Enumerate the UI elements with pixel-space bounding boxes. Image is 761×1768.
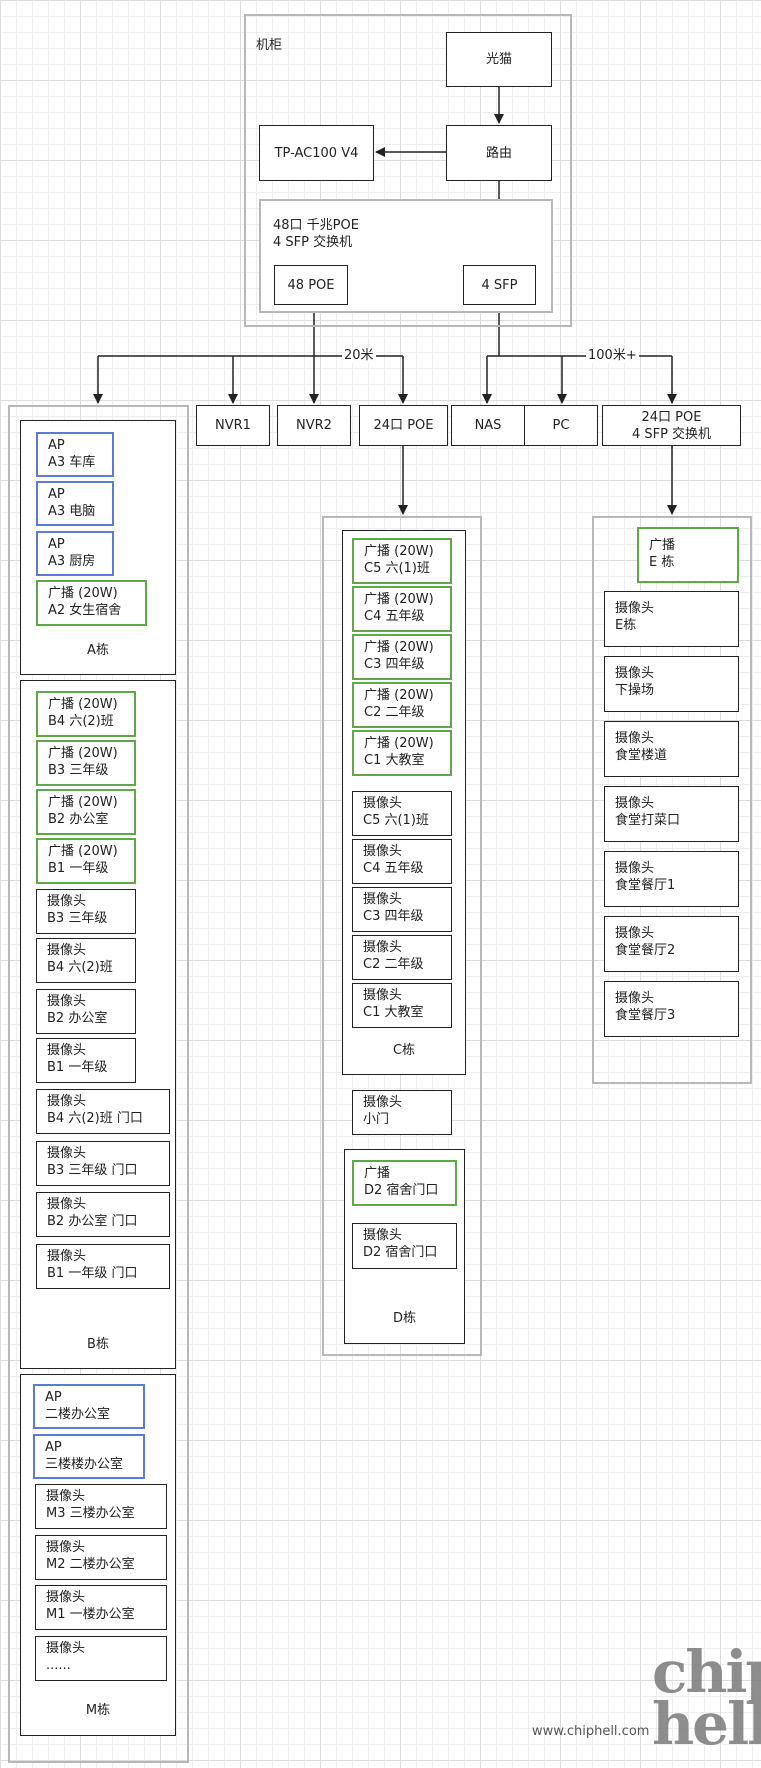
broadcast-b2[interactable]: 广播 (20W) B2 办公室: [36, 789, 136, 835]
camera-m2[interactable]: 摄像头 M2 二楼办公室: [35, 1535, 167, 1580]
broadcast-e[interactable]: 广播 E 栋: [637, 527, 739, 583]
middle-buildings-panel: [322, 516, 482, 1356]
nvr2-node[interactable]: NVR2: [277, 405, 351, 446]
camera-b1-door[interactable]: 摄像头 B1 一年级 门口: [36, 1244, 170, 1289]
camera-b3[interactable]: 摄像头 B3 三年级: [36, 889, 136, 934]
router-label: 路由: [485, 145, 512, 161]
nas-node[interactable]: NAS: [451, 405, 525, 446]
broadcast-b3[interactable]: 广播 (20W) B3 三年级: [36, 740, 136, 786]
left-buildings-panel: [8, 405, 189, 1763]
port-4sfp-label: 4 SFP: [481, 277, 518, 293]
nas-label: NAS: [474, 418, 502, 433]
port-4sfp[interactable]: 4 SFP: [463, 265, 536, 305]
camera-c5[interactable]: 摄像头 C5 六(1)班: [352, 791, 452, 836]
camera-c2[interactable]: 摄像头 C2 二年级: [352, 935, 452, 980]
camera-m3[interactable]: 摄像头 M3 三楼办公室: [35, 1484, 167, 1529]
camera-c3[interactable]: 摄像头 C3 四年级: [352, 887, 452, 932]
camera-b4-door[interactable]: 摄像头 B4 六(2)班 门口: [36, 1089, 170, 1134]
switch24-node[interactable]: 24口 POE: [359, 405, 448, 446]
nvr1-node[interactable]: NVR1: [196, 405, 270, 446]
port-48poe-label: 48 POE: [287, 277, 335, 293]
controller-node[interactable]: TP-AC100 V4: [259, 125, 374, 181]
port-48poe[interactable]: 48 POE: [274, 265, 348, 305]
ap-m-2f-office[interactable]: AP 二楼办公室: [33, 1384, 145, 1429]
router-node[interactable]: 路由: [446, 125, 552, 181]
camera-b4[interactable]: 摄像头 B4 六(2)班: [36, 938, 136, 983]
camera-canteen-corridor[interactable]: 摄像头 食堂楼道: [604, 721, 739, 777]
building-a-label: A栋: [87, 643, 109, 658]
broadcast-c2[interactable]: 广播 (20W) C2 二年级: [352, 682, 452, 728]
switch24-label: 24口 POE: [373, 418, 434, 433]
camera-d2[interactable]: 摄像头 D2 宿舍门口: [352, 1223, 457, 1269]
camera-c1[interactable]: 摄像头 C1 大教室: [352, 983, 452, 1028]
camera-c4[interactable]: 摄像头 C4 五年级: [352, 839, 452, 884]
ap-a3-garage[interactable]: AP A3 车库: [36, 432, 114, 477]
switch24-sfp-label: 24口 POE 4 SFP 交换机: [631, 409, 712, 442]
pc-node[interactable]: PC: [524, 405, 598, 446]
camera-m1[interactable]: 摄像头 M1 一楼办公室: [35, 1585, 167, 1630]
watermark-site: www.chiphell.com: [532, 1724, 650, 1739]
ap-m-3f-office[interactable]: AP 三楼楼办公室: [33, 1434, 145, 1479]
broadcast-b1[interactable]: 广播 (20W) B1 一年级: [36, 838, 136, 884]
camera-b1[interactable]: 摄像头 B1 一年级: [36, 1038, 136, 1083]
pc-label: PC: [552, 418, 570, 433]
camera-lower-playground[interactable]: 摄像头 下操场: [604, 656, 739, 712]
camera-b2-door[interactable]: 摄像头 B2 办公室 门口: [36, 1192, 170, 1237]
building-m-label: M栋: [85, 1703, 111, 1718]
camera-b3-door[interactable]: 摄像头 B3 三年级 门口: [36, 1141, 170, 1186]
ap-a3-kitchen[interactable]: AP A3 厨房: [36, 531, 114, 576]
controller-label: TP-AC100 V4: [274, 145, 359, 161]
cabinet-label: 机柜: [256, 38, 283, 53]
broadcast-d2[interactable]: 广播 D2 宿舍门口: [352, 1160, 457, 1206]
modem-label: 光猫: [485, 52, 512, 67]
nvr1-label: NVR1: [215, 418, 251, 433]
broadcast-c3[interactable]: 广播 (20W) C3 四年级: [352, 634, 452, 680]
cabinet-panel: 机柜: [244, 14, 572, 327]
broadcast-c1[interactable]: 广播 (20W) C1 大教室: [352, 730, 452, 776]
switch24-sfp-node[interactable]: 24口 POE 4 SFP 交换机: [602, 405, 741, 446]
camera-m-more[interactable]: 摄像头 ......: [35, 1636, 167, 1681]
building-b-label: B栋: [87, 1337, 109, 1352]
building-d-label: D栋: [392, 1311, 416, 1326]
modem-node[interactable]: 光猫: [446, 32, 552, 87]
broadcast-a2-dorm[interactable]: 广播 (20W) A2 女生宿舍: [36, 580, 147, 626]
broadcast-b4[interactable]: 广播 (20W) B4 六(2)班: [36, 691, 136, 737]
camera-canteen-hall-2[interactable]: 摄像头 食堂餐厅2: [604, 916, 739, 972]
building-e-panel: [592, 516, 752, 1084]
core-switch-title: 48口 千兆POE 4 SFP 交换机: [273, 218, 359, 250]
camera-canteen-hall-3[interactable]: 摄像头 食堂餐厅3: [604, 981, 739, 1037]
broadcast-c4[interactable]: 广播 (20W) C4 五年级: [352, 586, 452, 632]
camera-canteen-hall-1[interactable]: 摄像头 食堂餐厅1: [604, 851, 739, 907]
distance-label-left: 20米: [342, 348, 376, 363]
camera-b2[interactable]: 摄像头 B2 办公室: [36, 989, 136, 1034]
camera-small-gate[interactable]: 摄像头 小门: [352, 1090, 452, 1135]
ap-a3-computer[interactable]: AP A3 电脑: [36, 481, 114, 526]
watermark-logo: chip hell: [652, 1638, 761, 1758]
camera-canteen-serving[interactable]: 摄像头 食堂打菜口: [604, 786, 739, 842]
building-c-label: C栋: [392, 1043, 416, 1058]
distance-label-right: 100米+: [586, 348, 639, 363]
broadcast-c5[interactable]: 广播 (20W) C5 六(1)班: [352, 538, 452, 584]
nvr2-label: NVR2: [296, 418, 332, 433]
camera-e-building[interactable]: 摄像头 E栋: [604, 591, 739, 647]
